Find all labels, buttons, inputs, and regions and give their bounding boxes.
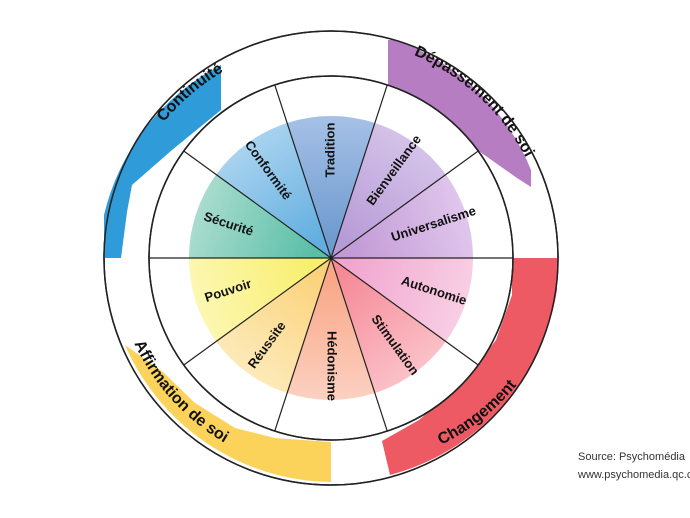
source-url: www.psychomedia.qc.ca: [578, 469, 690, 481]
value-wedges: [189, 116, 473, 400]
group-band-changement: [382, 258, 557, 475]
value-wedge: [331, 258, 446, 394]
group-band-depassement: [388, 40, 531, 187]
value-divider-line: [183, 257, 332, 366]
value-wedge: [287, 116, 375, 259]
value-wedge: [287, 258, 375, 400]
inner-disk-outline: [148, 75, 514, 441]
source-text: Source: Psychomédia: [578, 451, 685, 463]
value-label: Tradition: [322, 122, 337, 177]
value-wedge: [216, 122, 331, 258]
value-wedge: [331, 174, 473, 258]
value-divider-line: [274, 257, 332, 432]
value-wedge: [189, 174, 331, 258]
group-band-continuite: [104, 65, 221, 258]
group-band-affirmation: [125, 345, 331, 482]
value-wedge: [331, 122, 446, 258]
value-divider-line: [330, 150, 479, 259]
outer-ring-outline: [103, 30, 559, 486]
value-label: Hédonisme: [325, 331, 340, 401]
value-divider-line: [274, 84, 332, 259]
value-divider-line: [330, 257, 479, 366]
value-divider-line: [330, 84, 388, 259]
value-divider-line: [330, 257, 388, 432]
value-wedge: [331, 258, 473, 342]
value-dividers: [149, 84, 513, 432]
value-divider-line: [183, 150, 332, 259]
value-wedge: [189, 258, 331, 342]
group-bands: [104, 40, 557, 482]
value-wedge: [216, 258, 331, 394]
